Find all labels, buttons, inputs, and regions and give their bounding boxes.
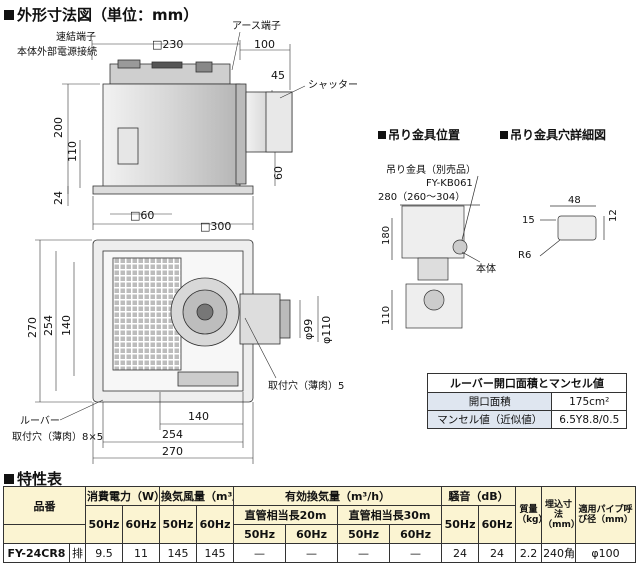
dim-230: □230 xyxy=(152,38,183,51)
spec-header-effective: 有効換気量（m³/h） xyxy=(233,486,443,506)
table-row: FY-24CR8 排 9.5 11 145 145 — — — — 24 24 … xyxy=(3,543,637,563)
spec-noise-60: 24 xyxy=(478,543,517,563)
outline-title: 外形寸法図（単位：mm） xyxy=(4,4,198,25)
dim-300: □300 xyxy=(200,220,231,233)
spec-header-air: 換気風量（m³/h） xyxy=(159,486,235,506)
table-row: マンセル値（近似値） 6.5Y8.8/0.5 xyxy=(426,410,627,429)
dim-60: 60 xyxy=(272,166,285,180)
power-label: 本体外部電源接続 xyxy=(17,45,97,58)
spec-e30-50: — xyxy=(337,543,391,563)
side-view-labels: 速結端子 本体外部電源接続 アース端子 シャッター □230 100 45 □6… xyxy=(17,19,358,233)
spec-header-pipe-dia: 適用パイプ呼び径（mm） xyxy=(575,486,637,544)
dim-270a: 270 xyxy=(26,317,39,338)
hanger-dim-110: 110 xyxy=(381,306,392,325)
louver-row-value: 6.5Y8.8/0.5 xyxy=(551,410,627,429)
spec-embed: 240角 xyxy=(541,543,577,563)
dim-254a: 254 xyxy=(42,315,55,336)
spec-header-mass: 質量（kg） xyxy=(515,486,543,544)
dim-110b: φ110 xyxy=(320,316,333,344)
spec-e20-60: — xyxy=(285,543,339,563)
spec-power-50: 9.5 xyxy=(85,543,123,563)
hole-dim-15: 15 xyxy=(522,215,535,226)
dim-140b: 140 xyxy=(188,410,209,423)
hole-r6: R6 xyxy=(518,250,531,261)
louver-table: ルーバー開口面積とマンセル値 開口面積 175cm² マンセル値（近似値） 6.… xyxy=(426,373,627,429)
spec-header-model: 品番 xyxy=(3,486,86,525)
louver-row-label: 開口面積 xyxy=(426,392,553,411)
spec-hz-60: 60Hz xyxy=(478,505,517,544)
outline-drawing: 速結端子 本体外部電源接続 アース端子 シャッター □230 100 45 □6… xyxy=(12,19,619,464)
spec-type: 排 xyxy=(69,543,86,563)
spec-hz-60: 60Hz xyxy=(389,524,443,544)
hole-dim-12: 12 xyxy=(608,209,619,222)
hanger-bracket-label: 吊り金具（別売品） xyxy=(386,163,476,176)
specs-title: 特性表 xyxy=(4,468,62,489)
spec-e30-60: — xyxy=(389,543,443,563)
spec-e20-50: — xyxy=(233,543,287,563)
dim-99: φ99 xyxy=(302,319,315,340)
spec-header-pipe20: 直管相当長20m xyxy=(233,505,339,525)
spec-model: FY-24CR8 xyxy=(3,543,70,563)
shutter-label: シャッター xyxy=(308,79,358,91)
spec-hz-50: 50Hz xyxy=(233,524,287,544)
dim-270b: 270 xyxy=(162,445,183,458)
dim-254b: 254 xyxy=(162,428,183,441)
dim-140a: 140 xyxy=(60,315,73,336)
spec-hz-50: 50Hz xyxy=(441,505,480,544)
hanger-dim-180: 180 xyxy=(381,226,392,245)
spec-power-60: 11 xyxy=(121,543,161,563)
hanger-model-label: FY-KB061 xyxy=(426,178,473,189)
spec-hz-50: 50Hz xyxy=(159,505,198,544)
hole-detail-title: 吊り金具穴詳細図 xyxy=(500,126,606,143)
hanger-body-label: 本体 xyxy=(476,262,496,275)
louver-row-value: 175cm² xyxy=(551,392,627,411)
hanger-title: 吊り金具位置 xyxy=(378,126,460,143)
dim-100: 100 xyxy=(254,38,275,51)
sokketsu-label: 速結端子 xyxy=(56,30,96,43)
mount-hole-right-label: 取付穴（薄肉）5 xyxy=(268,379,344,392)
spec-hz-60: 60Hz xyxy=(121,505,161,544)
spec-mass: 2.2 xyxy=(515,543,543,563)
louver-label: ルーバー xyxy=(20,415,60,427)
spec-noise-50: 24 xyxy=(441,543,480,563)
louver-row-label: マンセル値（近似値） xyxy=(426,410,553,429)
dim-60sq: □60 xyxy=(130,209,154,222)
spec-hz-50: 50Hz xyxy=(337,524,391,544)
spec-air-50: 145 xyxy=(159,543,198,563)
spec-header-pipe30: 直管相当長30m xyxy=(337,505,443,525)
earth-label: アース端子 xyxy=(232,19,281,32)
dim-45: 45 xyxy=(271,69,285,82)
table-row: 開口面積 175cm² xyxy=(426,392,627,411)
spec-header-embed: 埋込寸法（mm） xyxy=(541,486,577,544)
spec-pipe-dia: φ100 xyxy=(575,543,637,563)
spec-table: 品番 消費電力（W） 換気風量（m³/h） 有効換気量（m³/h） 騒音（dB）… xyxy=(3,486,637,563)
louver-table-title: ルーバー開口面積とマンセル値 xyxy=(427,373,627,393)
hole-dim-48: 48 xyxy=(568,195,581,206)
dim-24: 24 xyxy=(52,191,65,205)
hanger-dim-280: 280（260～304） xyxy=(378,191,465,203)
spec-air-60: 145 xyxy=(196,543,235,563)
spec-header-noise: 騒音（dB） xyxy=(441,486,517,506)
spec-hz-60: 60Hz xyxy=(285,524,339,544)
dim-110: 110 xyxy=(66,141,79,162)
mount-hole-left-label: 取付穴（薄肉）8×5 xyxy=(12,430,103,443)
spec-hz-50: 50Hz xyxy=(85,505,123,544)
spec-hz-60: 60Hz xyxy=(196,505,235,544)
dim-200: 200 xyxy=(52,117,65,138)
spec-header-power: 消費電力（W） xyxy=(84,486,161,506)
